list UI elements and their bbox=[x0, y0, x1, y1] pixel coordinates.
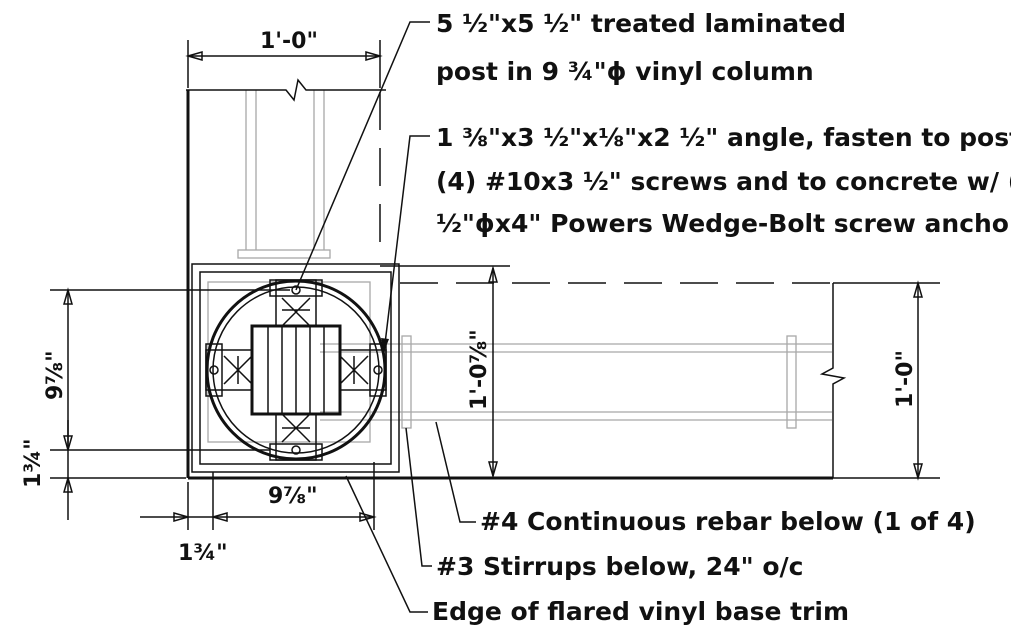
callout-angle-line1: 1 ⅜"x3 ½"x⅛"x2 ½" angle, fasten to post … bbox=[436, 123, 1011, 152]
break-line-top bbox=[186, 78, 386, 102]
dimension-beam-depth: 1'-0⅞" bbox=[467, 265, 498, 479]
angle-bracket-bottom bbox=[269, 413, 323, 461]
dim-right-depth-text: 1'-0" bbox=[893, 350, 918, 408]
callout-trim: Edge of flared vinyl base trim bbox=[432, 597, 849, 626]
dim-top-width-text: 1'-0" bbox=[260, 29, 318, 54]
callout-angle-line3: ½"ϕx4" Powers Wedge-Bolt screw anchor bbox=[436, 209, 1011, 238]
dimension-right-depth: 1'-0" bbox=[819, 280, 940, 481]
dim-left-vertical-text: 9⅞" bbox=[43, 350, 68, 400]
dimension-left-bottom: 1¾" bbox=[21, 420, 186, 520]
dim-beam-depth-text: 1'-0⅞" bbox=[467, 329, 492, 410]
callout-post-line1: 5 ½"x5 ½" treated laminated bbox=[436, 9, 846, 38]
angle-bracket-top bbox=[269, 279, 323, 327]
dim-bottom-left-text: 1¾" bbox=[178, 541, 228, 566]
angle-bracket-left bbox=[205, 343, 253, 397]
dim-left-bottom-text: 1¾" bbox=[21, 438, 46, 488]
dimension-bottom-width: 9⅞" 1¾" bbox=[140, 462, 377, 566]
callout-angle: 1 ⅜"x3 ½"x⅛"x2 ½" angle, fasten to post … bbox=[436, 123, 1011, 238]
callout-stirrups: #3 Stirrups below, 24" o/c bbox=[436, 552, 803, 581]
callout-rebar: #4 Continuous rebar below (1 of 4) bbox=[480, 507, 976, 536]
dimension-left-vertical: 9⅞" bbox=[43, 287, 290, 453]
callout-post-line2: post in 9 ¾"ϕ vinyl column bbox=[436, 57, 814, 86]
callout-post: 5 ½"x5 ½" treated laminated post in 9 ¾"… bbox=[436, 9, 846, 86]
callout-angle-line2: (4) #10x3 ½" screws and to concrete w/ (… bbox=[436, 167, 1011, 196]
slab-outline bbox=[186, 90, 833, 480]
break-line-right bbox=[819, 283, 847, 478]
leader-lines bbox=[295, 21, 476, 613]
dim-bottom-width-text: 9⅞" bbox=[268, 484, 318, 509]
dimension-top-width: 1'-0" bbox=[185, 29, 383, 88]
laminated-post bbox=[250, 324, 342, 416]
base-trim-square bbox=[191, 263, 400, 473]
angle-bracket-right bbox=[339, 343, 387, 397]
vinyl-column-inner-circle bbox=[212, 286, 380, 454]
base-trim-inner bbox=[199, 271, 392, 465]
vinyl-column-circle bbox=[205, 279, 387, 461]
